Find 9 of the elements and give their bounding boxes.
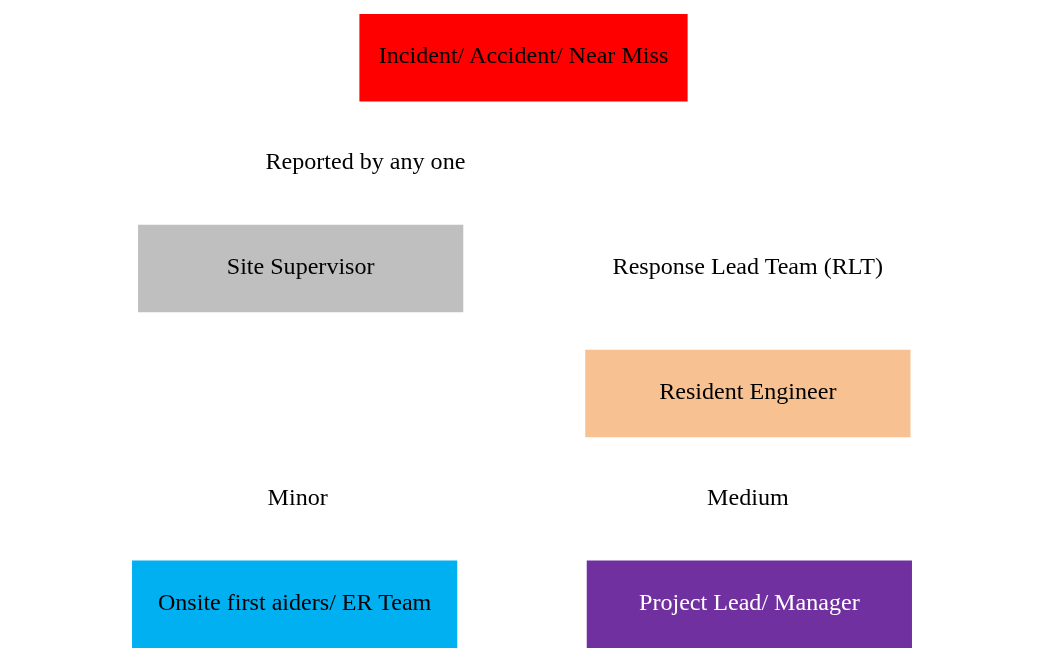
node-box: Site Supervisor bbox=[137, 224, 463, 313]
node-box: Onsite first aiders/ ER Team bbox=[131, 560, 457, 648]
node-box: Resident Engineer bbox=[584, 349, 910, 438]
node-box: Incident/ Accident/ Near Miss bbox=[358, 14, 688, 102]
label: Minor bbox=[267, 483, 328, 510]
label: Response Lead Team (RLT) bbox=[612, 253, 883, 280]
node-box: Project Lead/ Manager bbox=[586, 560, 912, 648]
label: Medium bbox=[706, 483, 789, 510]
label: Reported by any one bbox=[264, 147, 465, 174]
